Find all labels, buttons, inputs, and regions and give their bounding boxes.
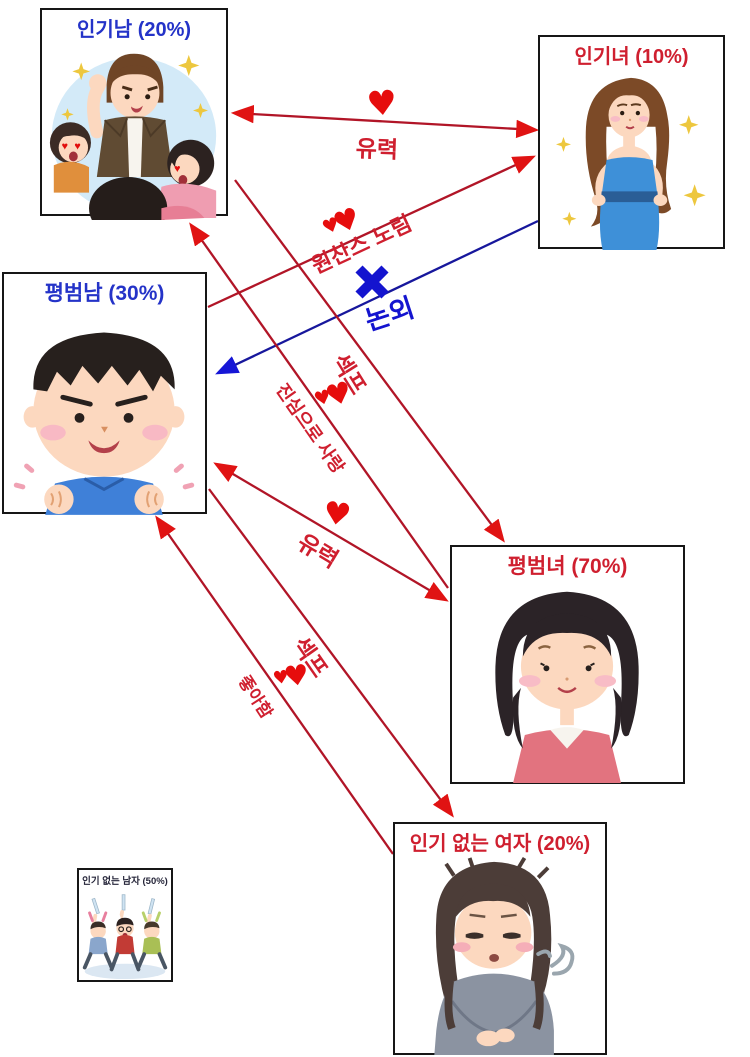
heart-icon: ♥ — [320, 494, 354, 535]
svg-text:♥: ♥ — [74, 141, 80, 153]
node-label-popular-man: 인기남 (20%) — [76, 19, 192, 41]
unpopular-man-illustration — [82, 894, 168, 980]
svg-text:♥: ♥ — [62, 141, 68, 153]
node-label-unpopular-man: 인기 없는 남자 (50%) — [82, 876, 168, 887]
edge-mutual-average — [213, 462, 449, 602]
node-average-man: 평범남 (30%) — [2, 272, 207, 515]
node-label-average-woman: 평범녀 (70%) — [507, 555, 628, 578]
heart-pair-icon: ♥♥ — [271, 657, 312, 694]
edge-mutual-popular — [230, 104, 540, 139]
unpopular-woman-illustration — [434, 856, 575, 1055]
node-label-unpopular-woman: 인기 없는 여자 (20%) — [409, 833, 591, 855]
edge-one-chance — [207, 155, 536, 309]
node-average-woman: 평범녀 (70%) — [450, 545, 685, 784]
node-popular-man: 인기남 (20%) ♥ ♥ — [40, 8, 228, 220]
node-label-average-man: 평범남 (30%) — [44, 282, 165, 305]
node-label-popular-woman: 인기녀 (10%) — [574, 46, 689, 68]
node-unpopular-man: 인기 없는 남자 (50%) — [77, 868, 173, 982]
node-popular-woman: 인기녀 (10%) — [538, 35, 725, 251]
edge-sex-friend-popular — [234, 179, 505, 543]
x-mark-icon — [355, 265, 389, 299]
edge-label-mutual-popular: 유력 — [355, 135, 399, 163]
svg-text:♥: ♥ — [174, 163, 180, 175]
edge-likes — [155, 515, 394, 855]
average-man-illustration — [13, 332, 195, 515]
average-woman-illustration — [495, 591, 639, 783]
popular-woman-illustration — [556, 77, 706, 251]
edge-out-of-question — [215, 219, 539, 375]
popular-man-illustration: ♥ ♥ ♥ — [49, 53, 217, 220]
heart-icon: ♥ — [365, 82, 399, 126]
edge-sex-friend-average — [208, 488, 454, 818]
node-unpopular-woman: 인기 없는 여자 (20%) — [393, 822, 607, 1055]
